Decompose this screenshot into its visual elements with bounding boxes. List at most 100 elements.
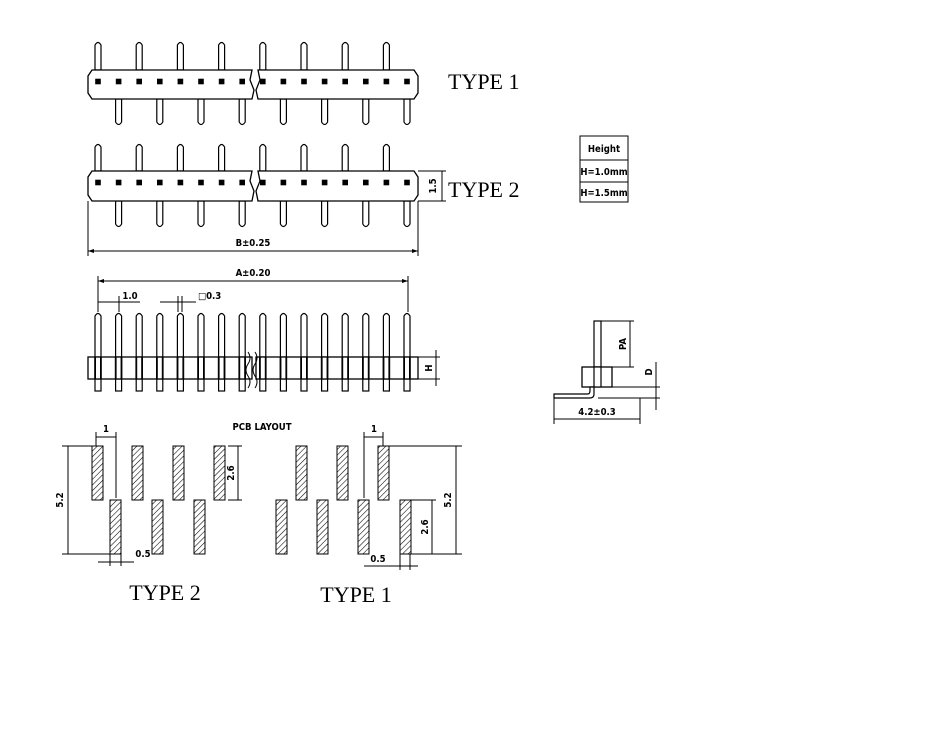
type1-pin-down	[279, 98, 287, 126]
side-slot-left	[382, 356, 385, 380]
type2-pin-down	[403, 200, 411, 228]
side-slot-right	[347, 356, 350, 380]
side-pin-tail	[197, 378, 205, 392]
side-slot-left	[114, 356, 117, 380]
type1-pin-up	[300, 41, 308, 71]
side-slot-left	[279, 356, 282, 380]
pcb-pad	[131, 445, 144, 501]
side-slot-left	[320, 356, 323, 380]
type2-pin-hole	[136, 179, 142, 186]
type2-pin-up	[259, 143, 267, 172]
side-slot-left	[258, 356, 261, 380]
type1-pin-down	[321, 98, 329, 126]
pcb-pad	[151, 499, 164, 555]
pcb-pad	[336, 445, 349, 501]
side-pin-tail	[321, 378, 329, 392]
pitch-dimension: 1.0	[122, 291, 137, 302]
d-dimension: D	[644, 368, 655, 375]
type1-pin-up	[218, 41, 226, 71]
pcb-pad	[316, 499, 329, 555]
type2-pin-down	[279, 200, 287, 228]
type2-pin-up	[341, 143, 349, 172]
type1-pin-up	[176, 41, 184, 71]
side-slot-left	[176, 356, 179, 380]
front-elevation-view: A±0.20 1.0 □0.3 H	[87, 268, 440, 392]
side-slot-right	[182, 356, 185, 380]
side-pin-tail	[156, 378, 164, 392]
type2-pin-up	[135, 143, 143, 172]
type2-pin-hole	[259, 179, 266, 186]
type1-top-view: TYPE 1	[87, 41, 520, 126]
type1-pin-hole	[239, 78, 245, 85]
type2-pin-hole	[218, 179, 225, 186]
pcb-pad	[172, 445, 185, 501]
type2-pin-hole	[95, 179, 101, 186]
side-slot-right	[203, 356, 205, 380]
side-pin-tail	[218, 378, 226, 392]
side-slot-right	[305, 356, 308, 380]
side-slot-left	[403, 356, 406, 380]
side-slot-right	[161, 356, 164, 380]
side-pin	[321, 312, 329, 358]
type2-pin-up	[176, 143, 184, 172]
side-slot-right	[264, 356, 267, 380]
pad-pitch-left: 1	[103, 424, 109, 435]
type1-pin-hole	[342, 78, 349, 85]
type2-pin-hole	[362, 179, 369, 186]
row-span-right: 5.2	[443, 492, 454, 507]
pcb-layout-type2: 1 5.2 2.6 0.5 TYPE 2	[55, 424, 242, 605]
type2-pin-hole	[280, 179, 287, 186]
side-pin-tail	[362, 378, 370, 392]
type1-pin-hole	[362, 78, 369, 85]
side-pin	[218, 312, 226, 358]
pcb-layout-type1: 1 5.2 2.6 0.5 TYPE 1	[275, 424, 462, 607]
type1-housing-right	[255, 69, 419, 100]
type1-pin-hole	[115, 78, 122, 85]
side-slot-right	[408, 356, 411, 380]
pad-pitch-right: 1	[371, 424, 377, 435]
type1-pin-hole	[95, 78, 101, 85]
row-span-left: 5.2	[55, 492, 66, 507]
side-pin-tail	[382, 378, 390, 392]
side-slot-left	[361, 356, 364, 380]
side-slot-left	[217, 356, 220, 380]
type1-pin-down	[238, 98, 246, 126]
side-slot-right	[388, 356, 391, 380]
side-pin-tail	[341, 378, 349, 392]
type2-pin-hole	[321, 179, 328, 186]
type1-pin-hole	[218, 78, 225, 85]
type2-pin-hole	[177, 179, 184, 186]
type2-pin-up	[300, 143, 308, 172]
type2-pin-up	[218, 143, 226, 172]
pcb-pad	[275, 499, 288, 555]
pcb-pad	[377, 445, 390, 501]
type1-pin-down	[197, 98, 205, 126]
pcb-pad	[109, 499, 122, 555]
pa-dimension: PA	[618, 338, 629, 350]
type2-label: TYPE 2	[448, 177, 520, 202]
pad-length-left: 2.6	[226, 465, 237, 480]
type2-pin-hole	[342, 179, 349, 186]
side-slot-left	[156, 356, 158, 380]
type1-pin-down	[156, 98, 164, 126]
side-housing-right	[255, 356, 419, 380]
side-pin	[300, 312, 308, 358]
type2-pin-hole	[383, 179, 390, 186]
type2-pin-hole	[115, 179, 122, 186]
pcb-pad	[213, 445, 226, 501]
side-pin	[279, 312, 287, 358]
pcb-pad	[91, 445, 104, 501]
a-dimension: A±0.20	[236, 268, 271, 279]
pin-square-dimension: □0.3	[198, 291, 221, 302]
height-table-header: Height	[588, 144, 620, 155]
side-pin	[135, 312, 143, 358]
side-width-dimension: 4.2±0.3	[578, 407, 615, 418]
type1-pin-down	[362, 98, 370, 126]
type1-pcb-label: TYPE 1	[320, 582, 392, 607]
pad-width-right: 0.5	[370, 554, 385, 565]
side-pin-tail	[279, 378, 287, 392]
pad-width-left: 0.5	[135, 549, 150, 560]
type1-housing	[87, 69, 255, 100]
b-dimension: B±0.25	[236, 238, 271, 249]
